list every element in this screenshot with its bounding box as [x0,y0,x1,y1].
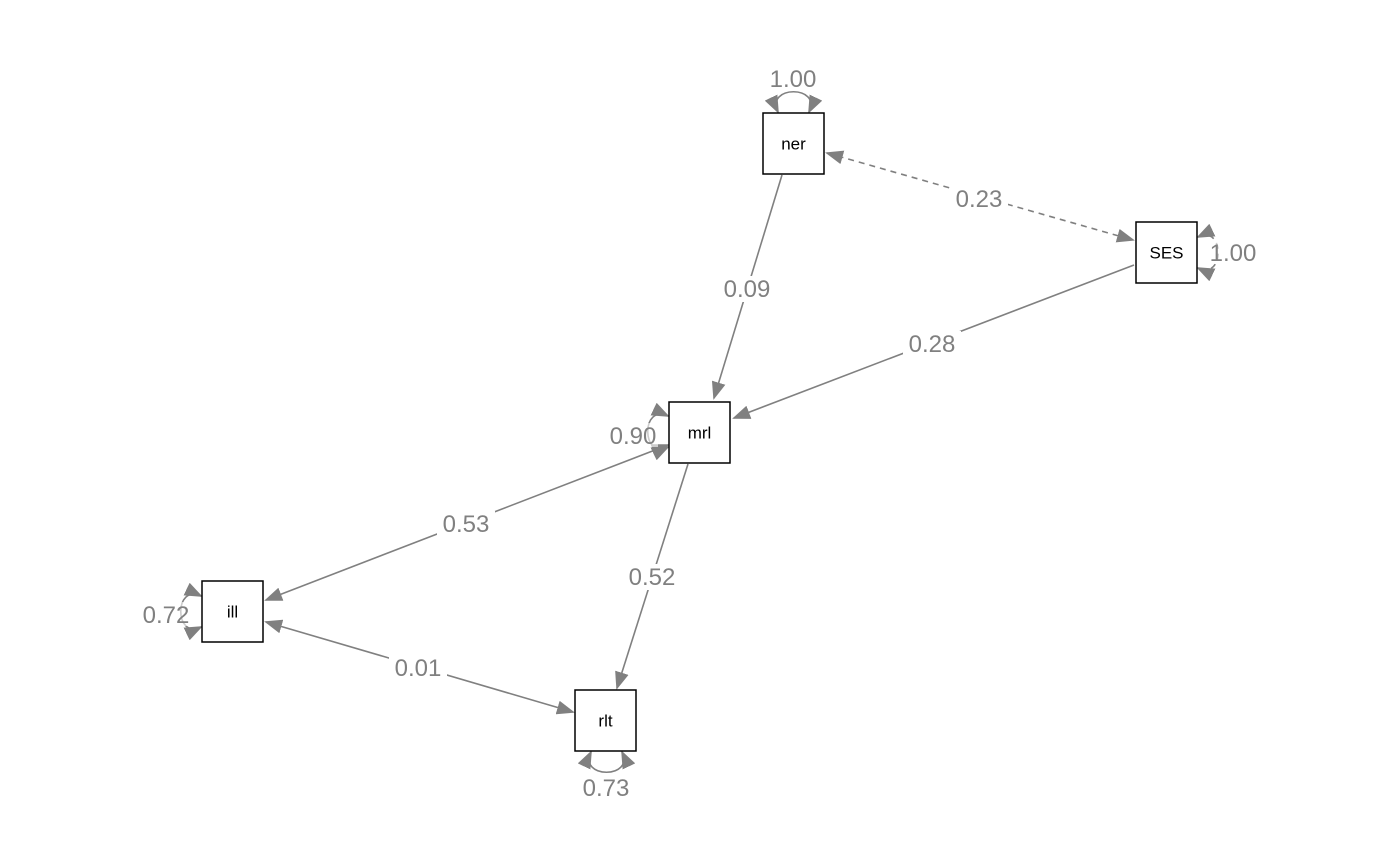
node-mrl[interactable]: mrl [668,401,731,464]
node-label-rlt: rlt [598,712,612,731]
node-label-mrl: mrl [688,424,712,443]
edge-label-ill-rlt: 0.01 [395,655,442,682]
edge-label-ner-SES: 0.23 [956,186,1003,213]
node-ill[interactable]: ill [201,580,264,643]
variance-ner: 1.00 [764,66,823,114]
variance-label-mrl: 0.90 [610,423,657,450]
edge-label-mrl-ill: 0.53 [443,511,490,538]
variance-rlt: 0.73 [577,750,636,802]
node-rlt[interactable]: rlt [574,689,637,752]
edge-label-mrl-rlt: 0.52 [629,564,676,591]
variance-label-ner: 1.00 [770,66,817,93]
node-label-ner: ner [781,135,806,154]
node-label-SES: SES [1149,244,1183,263]
edge-ill-rlt: 0.01 [264,619,575,715]
edge-label-ner-mrl: 0.09 [724,276,771,303]
variance-ill: 0.72 [140,582,203,641]
variance-SES: 1.00 [1196,223,1259,282]
edge-mrl-ill: 0.53 [264,444,670,601]
node-SES[interactable]: SES [1135,221,1198,284]
variance-label-ill: 0.72 [143,602,190,629]
edge-label-SES-mrl: 0.28 [909,331,956,358]
edge-ner-mrl: 0.09 [711,174,783,400]
edge-SES-mrl: 0.28 [732,264,1135,419]
edge-mrl-rlt: 0.52 [615,463,689,690]
node-ner[interactable]: ner [762,112,825,175]
variance-label-SES: 1.00 [1210,240,1257,267]
variance-mrl: 0.90 [606,402,670,461]
node-label-ill: ill [227,603,238,622]
edge-ner-SES: 0.23 [825,150,1135,243]
variance-label-rlt: 0.73 [583,775,630,802]
